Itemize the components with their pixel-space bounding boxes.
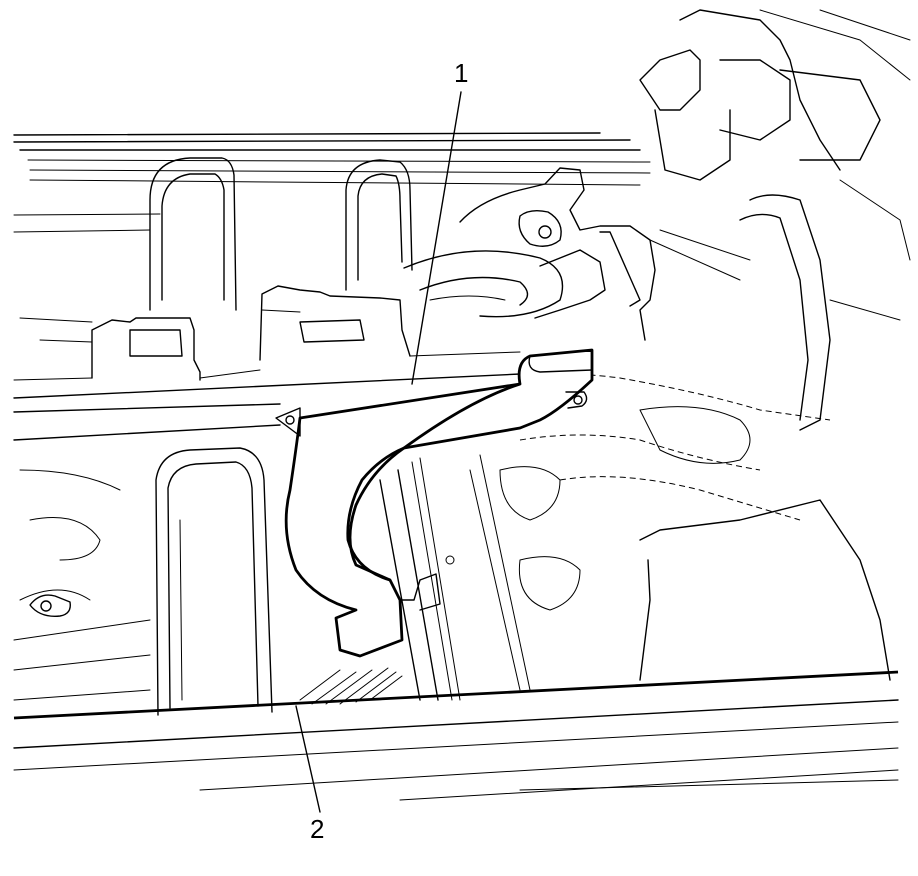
right-connectors [639, 9, 911, 431]
suspension-bracket [459, 167, 751, 341]
callout-2-leader [295, 705, 321, 813]
left-lower-pocket [155, 447, 273, 716]
cross-rail [13, 351, 521, 441]
left-upper-pocket [149, 157, 237, 311]
callout-1-leader [411, 91, 462, 385]
center-rail [379, 457, 461, 701]
right-floor-pan [445, 373, 891, 691]
callout-2-label: 2 [310, 814, 325, 844]
callout-1-label: 1 [454, 58, 469, 88]
rear-crossmember [13, 132, 651, 233]
air-duct [275, 348, 594, 658]
hatched-area [299, 667, 403, 705]
spring-seat [403, 250, 564, 318]
center-bracket [259, 285, 411, 361]
left-bracket [19, 317, 201, 381]
bottom-sill [13, 670, 899, 801]
leader-lines [295, 91, 462, 813]
left-floor-pan [13, 469, 151, 701]
center-upper-pocket [345, 159, 413, 291]
